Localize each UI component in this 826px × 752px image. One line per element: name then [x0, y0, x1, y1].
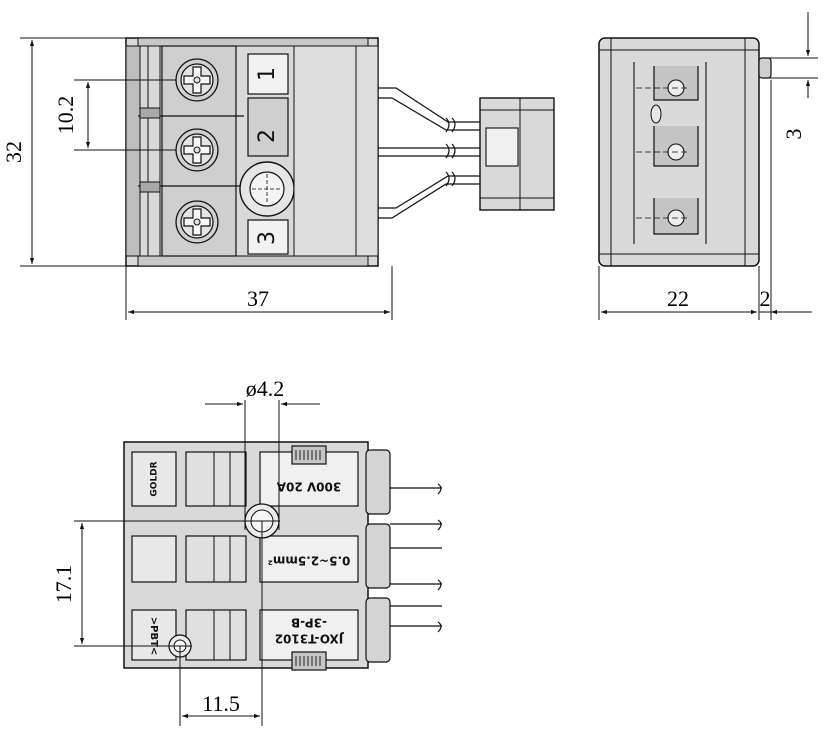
dim-pin-extension-2: 2 [760, 286, 771, 311]
dim-hole-diameter: ø4.2 [246, 376, 285, 401]
logo-panel [131, 451, 177, 507]
dim-hole-horizontal-11-5: 11.5 [202, 691, 240, 716]
material-text: >PBT< [148, 617, 159, 656]
dim-depth-22: 22 [667, 286, 689, 311]
front-bottom-rail [137, 255, 369, 267]
bottom-bump-1 [365, 449, 391, 515]
front-right-housing [293, 45, 379, 257]
dim-height-32: 32 [1, 141, 26, 163]
dim-hole-vertical-17-1: 17.1 [51, 565, 76, 604]
bottom-dimensions [74, 400, 320, 726]
bottom-bump-3 [365, 597, 391, 663]
side-contact-3 [636, 198, 699, 235]
side-contact-2 [636, 104, 699, 167]
side-view [598, 37, 772, 267]
wire-range-panel [259, 535, 359, 583]
number-label-3 [247, 219, 289, 255]
wires [378, 87, 480, 219]
dim-pitch-10-2: 10.2 [53, 96, 78, 135]
dim-pin-offset-3: 3 [781, 129, 806, 140]
number-label-1 [247, 53, 289, 95]
rating-text: 300V 20A [276, 480, 341, 494]
terminal-number-3: 3 [255, 231, 280, 245]
terminal-screw-3 [175, 200, 219, 244]
bottom-view: GOLDR 300V 20A 0.5~2.5mm² JXO-T3102 -3P-… [123, 441, 442, 671]
terminal-screw-1 [175, 58, 219, 102]
terminal-screw-2 [175, 128, 219, 172]
front-dimensions [20, 37, 393, 320]
front-top-rail [137, 37, 369, 47]
model-text: JXO-T3102 [275, 632, 345, 646]
front-left-strip [125, 45, 141, 257]
latch-bottom [291, 651, 327, 671]
number-label-2 [247, 97, 289, 157]
material-panel [131, 609, 177, 661]
front-view: 1 2 3 [125, 37, 555, 267]
model-suffix-text: -3P-B [291, 616, 327, 630]
terminal-number-2: 2 [255, 129, 280, 143]
side-contact-1 [636, 66, 699, 101]
latch-top [291, 445, 327, 465]
side-dimensions [598, 12, 818, 320]
dim-length-37: 37 [247, 286, 269, 311]
wire-range-text: 0.5~2.5mm² [268, 554, 351, 568]
side-pin [758, 57, 772, 79]
bottom-bump-2 [365, 523, 391, 589]
terminal-number-1: 1 [255, 67, 280, 81]
logo-text: GOLDR [150, 461, 160, 496]
